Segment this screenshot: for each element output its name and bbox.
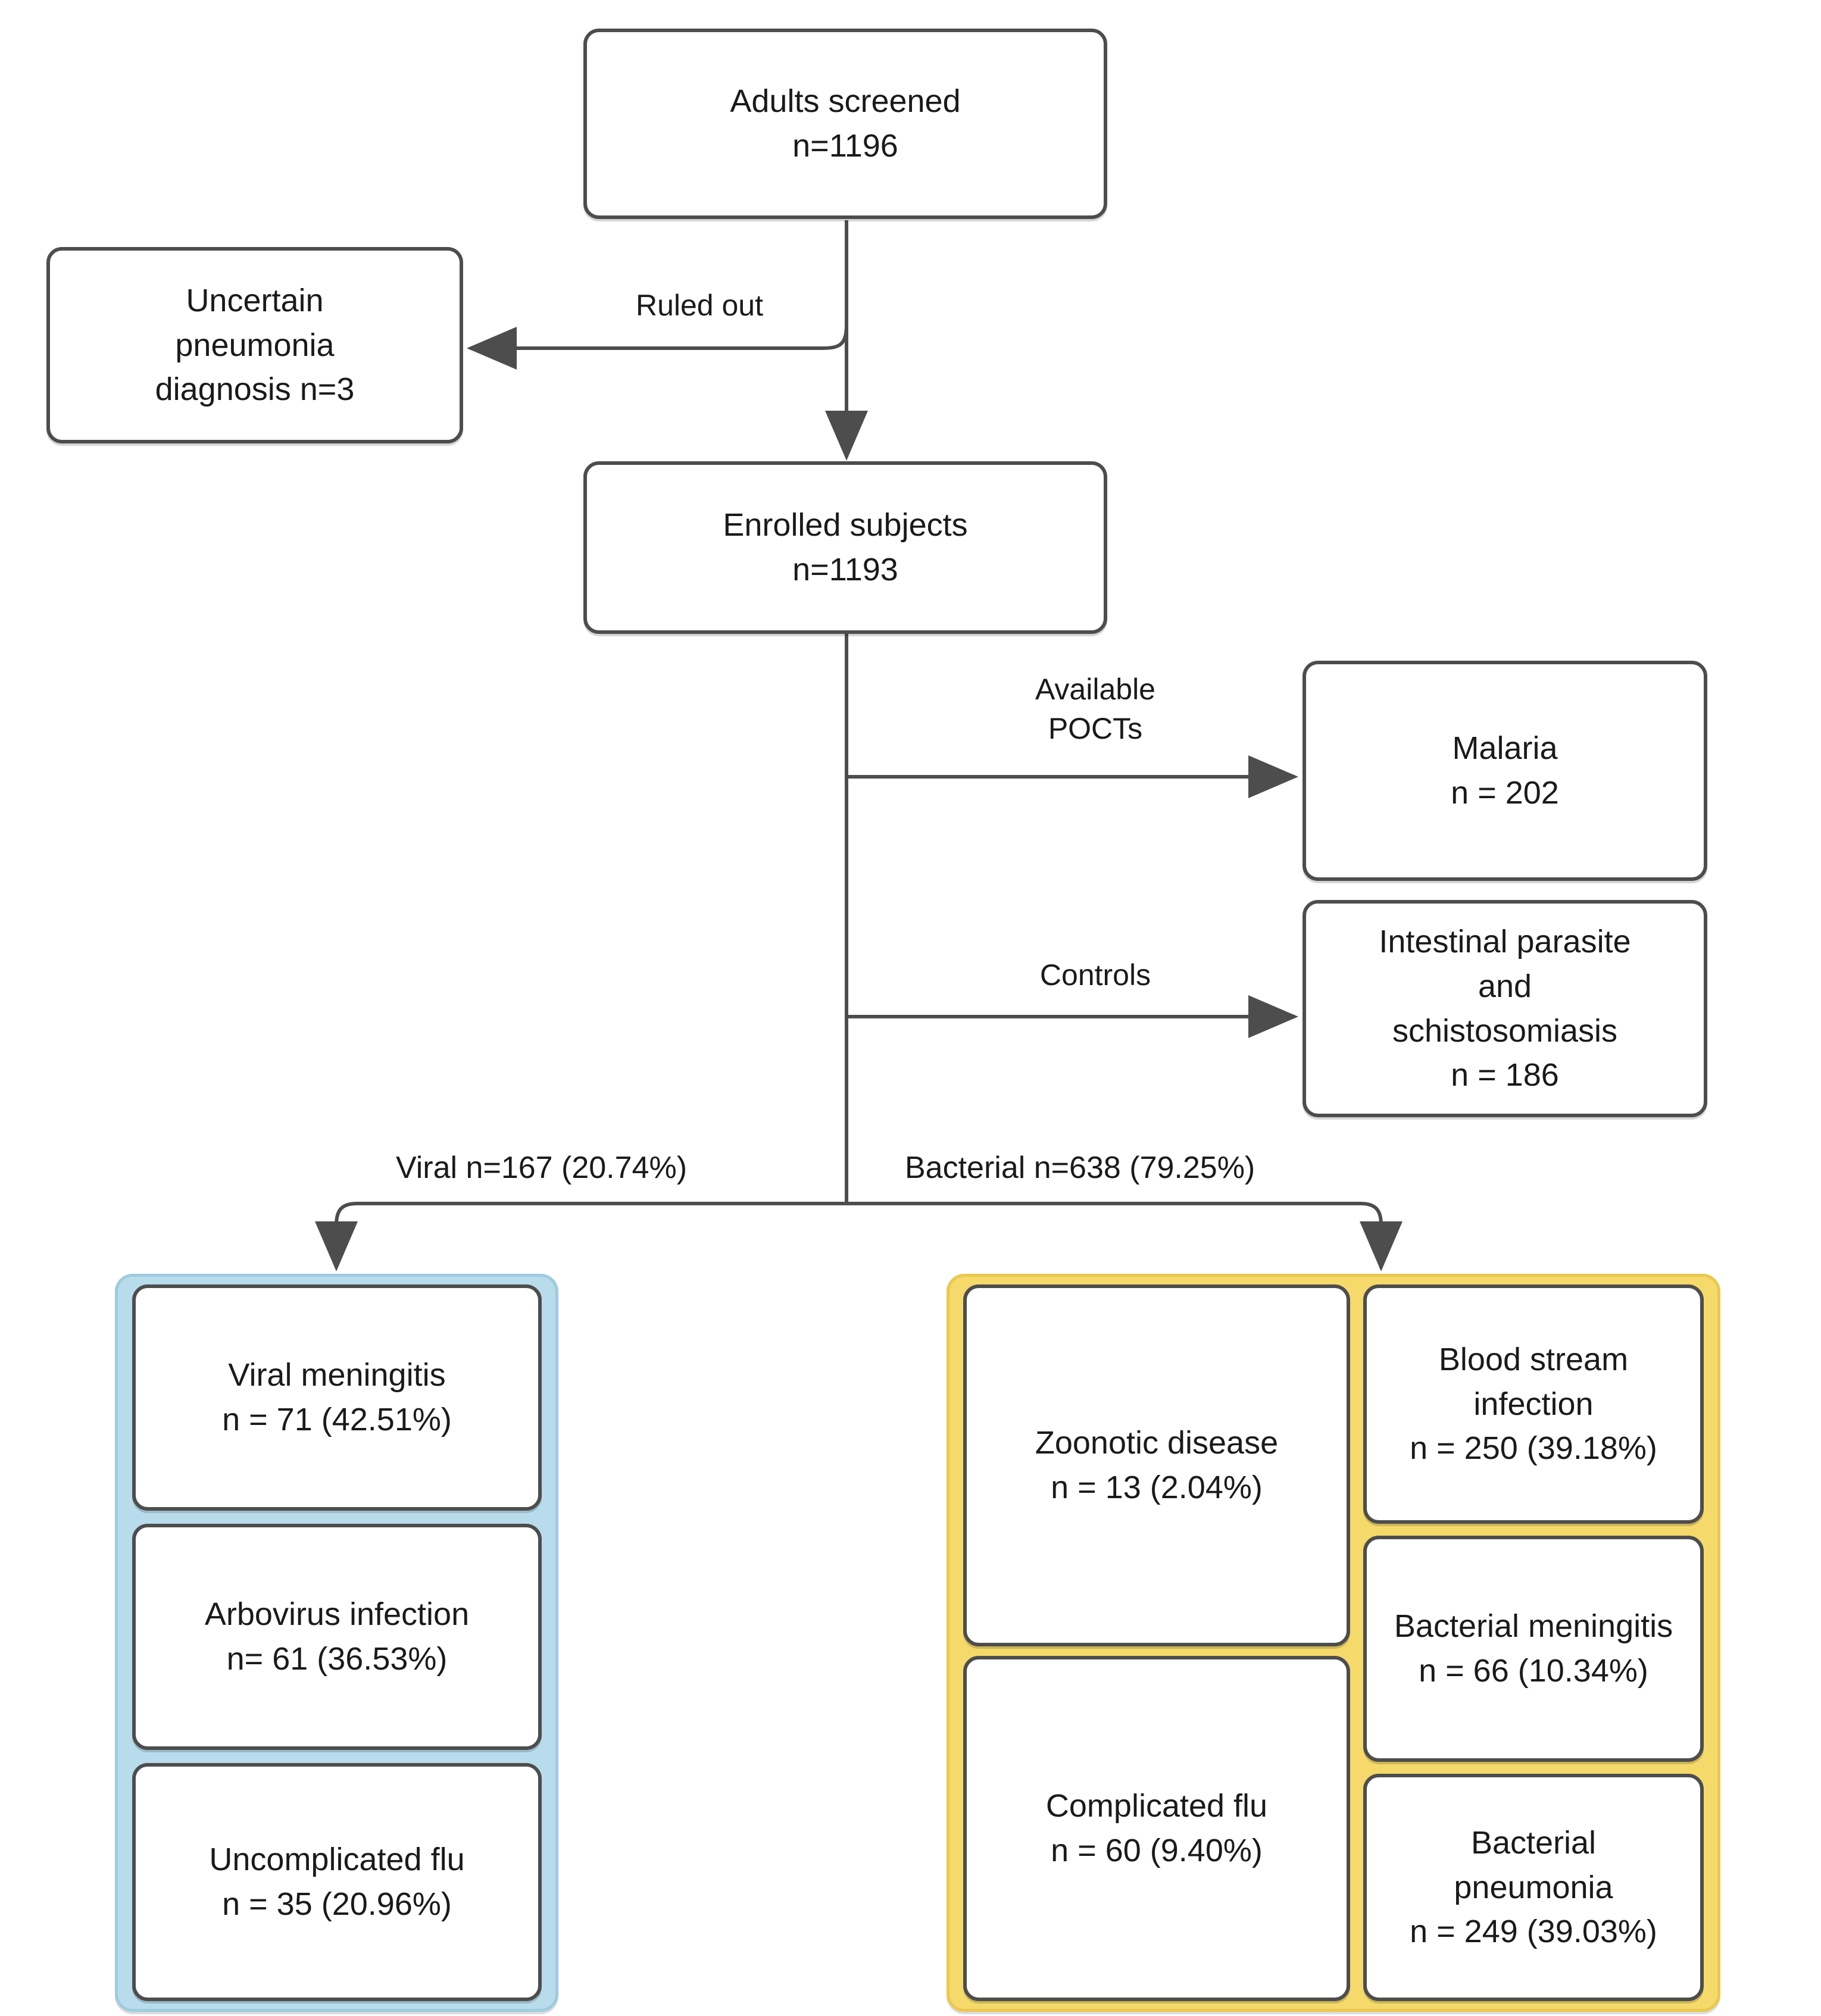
edge-label-ruled-out: Ruled out bbox=[635, 289, 764, 322]
edge-ruled-out bbox=[467, 324, 848, 370]
node-bacterial-meningitis-label: Bacterial meningitis n = 66 (10.34%) bbox=[1394, 1608, 1673, 1689]
node-malaria[interactable]: Malaria n = 202 bbox=[1303, 661, 1707, 881]
node-blood-stream-infection-label: Blood stream infection n = 250 (39.18%) bbox=[1410, 1342, 1657, 1467]
node-uncertain-pneumonia-label: Uncertain pneumonia diagnosis n=3 bbox=[155, 283, 355, 408]
node-arbovirus-infection[interactable]: Arbovirus infection n= 61 (36.53%) bbox=[132, 1524, 542, 1750]
node-viral-meningitis[interactable]: Viral meningitis n = 71 (42.51%) bbox=[132, 1284, 542, 1511]
node-arbovirus-infection-label: Arbovirus infection n= 61 (36.53%) bbox=[204, 1596, 470, 1677]
node-bacterial-pneumonia-label: Bacterial pneumonia n = 249 (39.03%) bbox=[1410, 1825, 1657, 1950]
branch-label-bacterial: Bacterial n=638 (79.25%) bbox=[905, 1151, 1255, 1185]
node-uncertain-pneumonia[interactable]: Uncertain pneumonia diagnosis n=3 bbox=[46, 247, 463, 443]
edge-label-available-pocts: Available POCTs bbox=[1035, 673, 1155, 745]
node-bacterial-pneumonia[interactable]: Bacterial pneumonia n = 249 (39.03%) bbox=[1363, 1774, 1704, 2001]
edge-split-viral bbox=[315, 1202, 847, 1271]
node-complicated-flu[interactable]: Complicated flu n = 60 (9.40%) bbox=[963, 1656, 1350, 2001]
edge-split-bacterial bbox=[847, 1202, 1403, 1271]
node-adults-screened[interactable]: Adults screened n=1196 bbox=[583, 29, 1107, 219]
node-intestinal-parasite[interactable]: Intestinal parasite and schistosomiasis … bbox=[1303, 900, 1707, 1117]
node-enrolled-subjects-label: Enrolled subjects n=1193 bbox=[723, 507, 968, 587]
node-viral-meningitis-label: Viral meningitis n = 71 (42.51%) bbox=[222, 1357, 452, 1437]
node-uncomplicated-flu-label: Uncomplicated flu n = 35 (20.96%) bbox=[209, 1842, 465, 1922]
node-intestinal-parasite-label: Intestinal parasite and schistosomiasis … bbox=[1379, 924, 1631, 1093]
edge-label-controls: Controls bbox=[1039, 958, 1151, 992]
node-zoonotic-disease[interactable]: Zoonotic disease n = 13 (2.04%) bbox=[963, 1284, 1350, 1646]
node-blood-stream-infection[interactable]: Blood stream infection n = 250 (39.18%) bbox=[1363, 1284, 1704, 1524]
node-zoonotic-disease-label: Zoonotic disease n = 13 (2.04%) bbox=[1035, 1425, 1279, 1505]
branch-label-viral: Viral n=167 (20.74%) bbox=[396, 1151, 688, 1185]
node-uncomplicated-flu[interactable]: Uncomplicated flu n = 35 (20.96%) bbox=[132, 1763, 542, 2001]
node-enrolled-subjects[interactable]: Enrolled subjects n=1193 bbox=[583, 461, 1107, 634]
node-bacterial-meningitis[interactable]: Bacterial meningitis n = 66 (10.34%) bbox=[1363, 1536, 1704, 1762]
node-adults-screened-label: Adults screened n=1196 bbox=[730, 83, 961, 164]
node-complicated-flu-label: Complicated flu n = 60 (9.40%) bbox=[1045, 1788, 1268, 1868]
node-malaria-label: Malaria n = 202 bbox=[1451, 730, 1559, 811]
